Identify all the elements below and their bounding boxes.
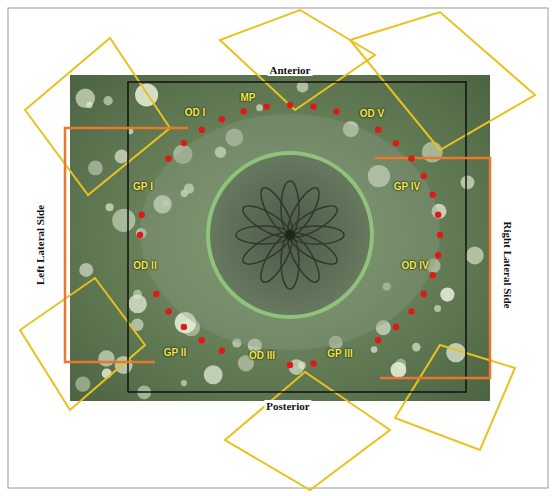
- plate-label: GP IV: [394, 181, 421, 192]
- side-label: Left Lateral Side: [34, 203, 46, 287]
- plate-label: OD II: [133, 260, 156, 271]
- plate-label: GP III: [327, 348, 352, 359]
- plate-label: OD III: [249, 350, 275, 361]
- plate-label: GP II: [164, 347, 187, 358]
- plate-label: OD IV: [401, 260, 428, 271]
- yellow-squares: [20, 10, 535, 490]
- periproct-ring: [140, 114, 440, 350]
- side-label: Right Lateral Side: [502, 220, 514, 311]
- orange-brackets: [65, 128, 490, 378]
- plate-label: GP I: [133, 181, 153, 192]
- plate-label: MP: [241, 92, 256, 103]
- side-label: Posterior: [264, 400, 311, 412]
- central-disc: [208, 153, 372, 317]
- side-label: Anterior: [268, 64, 313, 76]
- frame: [8, 8, 548, 488]
- photo: [70, 75, 490, 401]
- red-landmarks: [137, 102, 443, 368]
- disc-pattern: [236, 181, 344, 289]
- plate-label: OD I: [185, 107, 206, 118]
- plate-label: OD V: [360, 108, 384, 119]
